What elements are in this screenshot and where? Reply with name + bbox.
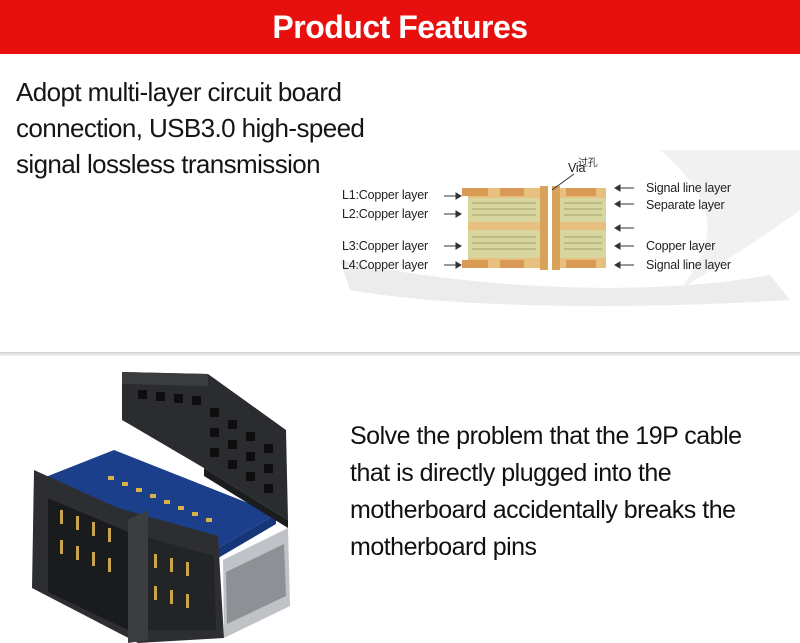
- layer-desc-signal-bottom: Signal line layer: [646, 258, 731, 272]
- layer-desc-separate: Separate layer: [646, 198, 725, 212]
- layer-label-l3: L3:Copper layer: [342, 239, 428, 253]
- feature-text-pcb: Adopt multi-layer circuit board connecti…: [16, 74, 396, 182]
- section-divider: [0, 352, 800, 356]
- board-left: [462, 188, 540, 268]
- header-banner: Product Features: [0, 0, 800, 54]
- layer-desc-copper: Copper layer: [646, 239, 716, 253]
- feature-line: that is directly plugged into the: [350, 459, 672, 487]
- feature-line: Solve the problem that the 19P cable: [350, 422, 742, 450]
- usb-adapter-image: [18, 360, 318, 643]
- layer-label-l2: L2:Copper layer: [342, 207, 428, 221]
- via-left: [540, 186, 548, 270]
- via-label: Via: [568, 161, 586, 175]
- feature-line: motherboard accidentally breaks the: [350, 496, 736, 524]
- layer-desc-signal-top: Signal line layer: [646, 181, 731, 195]
- feature-line: signal lossless transmission: [16, 149, 321, 179]
- pcb-layer-diagram: 过孔 Via L1:Copper layer L2:Copper layer L…: [330, 150, 800, 310]
- pcb-cross-section: [340, 150, 800, 306]
- feature-text-protection: Solve the problem that the 19P cable tha…: [350, 418, 790, 566]
- via-right: [552, 186, 560, 270]
- feature-line: motherboard pins: [350, 533, 537, 561]
- layer-label-l4: L4:Copper layer: [342, 258, 428, 272]
- adapter-illustration: [32, 372, 290, 643]
- via-cn-label: 过孔: [578, 158, 598, 169]
- feature-line: connection, USB3.0 high-speed: [16, 113, 365, 143]
- feature-line: Adopt multi-layer circuit board: [16, 77, 342, 107]
- banner-title: Product Features: [272, 8, 528, 45]
- layer-label-l1: L1:Copper layer: [342, 188, 428, 202]
- board-right: [560, 188, 606, 268]
